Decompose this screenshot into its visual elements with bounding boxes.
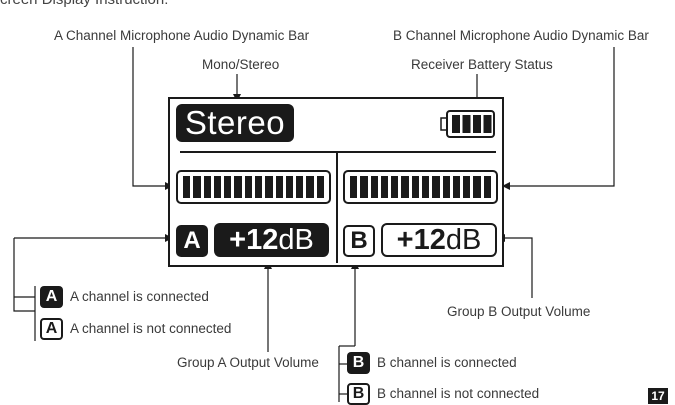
- meter-segment: [411, 176, 419, 198]
- meter-segment: [350, 176, 358, 198]
- legend-a-not-connected-badge: A: [40, 318, 63, 340]
- a-meter-callout: A Channel Microphone Audio Dynamic Bar: [54, 28, 310, 43]
- screen-divider-horizontal: [180, 151, 496, 153]
- legend-a-not-connected-text: A channel is not connected: [70, 321, 232, 336]
- group-a-volume-callout: Group A Output Volume: [177, 355, 319, 370]
- group-b-volume-leader: [497, 234, 533, 298]
- meter-segment: [213, 176, 222, 198]
- legend-b-not-connected-badge: B: [347, 383, 370, 405]
- a-letter-leader: [13, 238, 35, 312]
- meter-segment: [432, 176, 440, 198]
- meter-segment: [452, 176, 461, 198]
- battery-segment: [452, 115, 460, 133]
- meter-segment: [401, 176, 409, 198]
- meter-segment: [463, 176, 471, 198]
- group-b-volume-callout: Group B Output Volume: [447, 304, 591, 319]
- battery-icon: [440, 110, 495, 138]
- meter-segment: [275, 176, 283, 198]
- group-a-volume-value: +12: [229, 223, 279, 256]
- meter-segment: [380, 176, 389, 198]
- legend-b-connected-badge: B: [347, 352, 370, 374]
- meter-segment: [483, 176, 491, 198]
- battery-segment: [483, 115, 492, 133]
- meter-segment: [183, 176, 191, 198]
- mode-indicator: Stereo: [176, 104, 294, 142]
- meter-segment: [442, 176, 450, 198]
- meter-segment: [285, 176, 294, 198]
- meter-segment: [203, 176, 211, 198]
- screen-divider-vertical: [336, 151, 338, 263]
- meter-segment: [254, 176, 263, 198]
- meter-segment: [370, 176, 378, 198]
- meter-segment: [296, 176, 304, 198]
- battery-callout: Receiver Battery Status: [411, 57, 553, 72]
- meter-segment: [234, 176, 242, 198]
- channel-a-badge: A: [176, 225, 208, 257]
- legend-b-not-connected-text: B channel is not connected: [377, 386, 540, 401]
- legend-b-connected-text: B channel is connected: [377, 355, 517, 370]
- meter-segment: [316, 176, 324, 198]
- legend-a-connected-badge: A: [40, 286, 63, 308]
- meter-segment: [224, 176, 232, 198]
- channel-b-badge: B: [343, 225, 375, 257]
- group-a-volume-unit: dB: [278, 223, 314, 256]
- battery-segment: [462, 115, 471, 133]
- page-number: 17: [648, 388, 668, 404]
- meter-segment: [193, 176, 201, 198]
- meter-segment: [421, 176, 430, 198]
- group-b-volume-value: +12: [396, 223, 446, 256]
- meter-segment: [244, 176, 252, 198]
- meter-segment: [391, 176, 399, 198]
- legend-a-connected-text: A channel is connected: [70, 289, 209, 304]
- b-meter-leader: [502, 47, 615, 190]
- meter-segment: [473, 176, 481, 198]
- a-meter-leader: [132, 47, 173, 190]
- meter-segment: [265, 176, 273, 198]
- battery-segment: [473, 115, 481, 133]
- group-b-volume-unit: dB: [445, 223, 482, 256]
- b-channel-meter: [343, 170, 498, 204]
- meter-segment: [306, 176, 314, 198]
- a-channel-meter: [176, 170, 331, 204]
- b-meter-callout: B Channel Microphone Audio Dynamic Bar: [393, 28, 649, 43]
- meter-segment: [360, 176, 368, 198]
- header-fragment: creen Display Instruction:: [0, 0, 168, 8]
- mono-stereo-callout: Mono/Stereo: [202, 57, 280, 72]
